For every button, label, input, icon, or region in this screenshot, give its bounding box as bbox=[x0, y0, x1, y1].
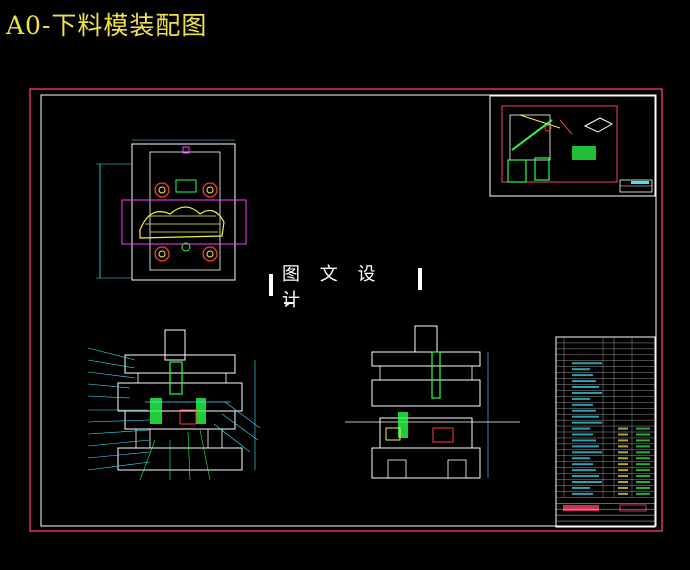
table-cell-mark bbox=[618, 486, 628, 489]
table-cell-mark bbox=[572, 397, 590, 400]
table-cell-mark bbox=[572, 386, 599, 388]
watermark-bar-bottom bbox=[284, 302, 294, 304]
table-cell-mark bbox=[636, 439, 650, 442]
table-cell-mark bbox=[618, 481, 628, 483]
table-cell-mark bbox=[572, 469, 596, 472]
inner-frame bbox=[40, 94, 657, 527]
table-cell-mark bbox=[636, 463, 650, 466]
outer-frame bbox=[29, 88, 663, 532]
table-cell-mark bbox=[572, 451, 602, 454]
table-cell-mark bbox=[572, 475, 599, 478]
parts-list-title-block[interactable] bbox=[555, 336, 656, 528]
table-cell-mark bbox=[636, 475, 650, 478]
watermark-bar-left bbox=[269, 274, 273, 296]
table-cell-mark bbox=[572, 374, 593, 377]
table-cell-mark bbox=[572, 463, 593, 466]
table-cell-mark bbox=[572, 433, 593, 436]
watermark-label: 图 文 设 计 bbox=[282, 264, 410, 311]
app-title: A0-下料模装配图 bbox=[6, 11, 208, 40]
table-cell-mark bbox=[572, 409, 596, 412]
side-section-view[interactable] bbox=[345, 325, 520, 479]
table-cell-mark bbox=[618, 445, 628, 448]
table-cell-mark bbox=[572, 368, 590, 371]
table-cell-mark bbox=[572, 415, 599, 418]
table-cell-mark bbox=[572, 380, 596, 383]
table-cell-mark bbox=[636, 492, 650, 495]
front-section-view[interactable] bbox=[87, 329, 261, 481]
table-cell-mark bbox=[572, 362, 602, 365]
table-cell-mark bbox=[636, 469, 650, 472]
watermark-bar-right bbox=[418, 268, 422, 290]
table-cell-mark bbox=[636, 433, 650, 436]
table-cell-mark bbox=[618, 475, 628, 478]
table-cell-mark bbox=[572, 421, 602, 424]
table-cell-mark bbox=[636, 457, 650, 460]
table-cell-mark bbox=[572, 481, 602, 483]
table-cell-mark bbox=[572, 492, 593, 495]
table-cell-mark bbox=[618, 463, 628, 466]
table-cell-mark bbox=[618, 439, 628, 442]
table-cell-mark bbox=[572, 403, 593, 406]
table-cell-mark bbox=[636, 445, 650, 448]
table-cell-mark bbox=[636, 481, 650, 483]
table-cell-mark bbox=[618, 457, 628, 460]
table-cell-mark bbox=[572, 439, 596, 442]
table-cell-mark bbox=[572, 486, 590, 489]
table-cell-mark bbox=[636, 427, 650, 430]
table-cell-mark bbox=[572, 457, 590, 460]
table-cell-mark bbox=[618, 427, 628, 430]
table-cell-mark bbox=[572, 445, 599, 448]
table-cell-mark bbox=[618, 492, 628, 495]
table-cell-mark bbox=[572, 391, 602, 394]
table-cell-mark bbox=[572, 427, 590, 430]
table-cell-mark bbox=[618, 469, 628, 472]
table-cell-mark bbox=[618, 433, 628, 436]
detail-view-box[interactable] bbox=[489, 95, 656, 197]
table-cell-mark bbox=[636, 451, 650, 454]
top-view-assembly[interactable] bbox=[96, 139, 247, 281]
table-cell-mark bbox=[618, 451, 628, 454]
table-cell-mark bbox=[636, 486, 650, 489]
